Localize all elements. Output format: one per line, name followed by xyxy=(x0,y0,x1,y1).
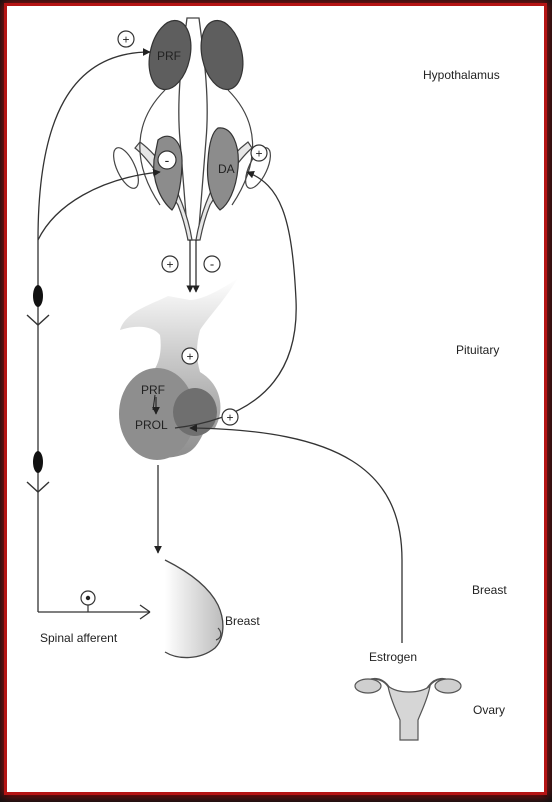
region-hypothalamus-label: Hypothalamus xyxy=(423,68,500,82)
pituitary-gland xyxy=(119,278,238,460)
spinal-to-prf-path xyxy=(38,52,150,612)
region-ovary-label: Ovary xyxy=(473,703,505,717)
prf-label: PRF xyxy=(157,49,181,63)
breast-organ-label: Breast xyxy=(225,614,260,628)
da-label: DA xyxy=(218,162,235,176)
region-pituitary-label: Pituitary xyxy=(456,343,499,357)
estrogen-label: Estrogen xyxy=(369,650,417,664)
pituitary-prf-label: PRF xyxy=(141,383,165,397)
plus-sign: + xyxy=(166,258,173,272)
spinal-to-inhibitory-path xyxy=(38,172,160,240)
plus-sign: + xyxy=(122,33,129,47)
region-breast-label: Breast xyxy=(472,583,507,597)
spinal-afferent-label: Spinal afferent xyxy=(40,631,118,645)
plus-sign: + xyxy=(255,147,262,161)
breast-organ xyxy=(165,560,223,658)
uterus xyxy=(388,686,430,740)
prol-label: PROL xyxy=(135,418,168,432)
plus-sign: + xyxy=(226,411,233,425)
hypothalamus-structure xyxy=(109,17,276,292)
ovary-right xyxy=(435,679,461,693)
minus-sign: - xyxy=(210,257,214,272)
minus-sign: - xyxy=(165,152,170,168)
plus-sign: + xyxy=(186,350,193,364)
estrogen-to-pituitary-path xyxy=(190,428,402,643)
ovary-uterus xyxy=(355,679,461,740)
spinal-synapses xyxy=(27,285,95,612)
ovary-left xyxy=(355,679,381,693)
